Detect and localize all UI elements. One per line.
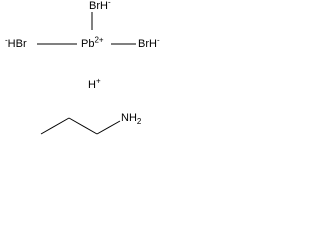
br-top-charge: - (107, 0, 111, 7)
amine-label: NH2 (121, 112, 141, 128)
pb-label: Pb2+ (81, 35, 104, 50)
amine-symbol: NH (121, 112, 137, 124)
amine-subscript: 2 (136, 117, 142, 127)
structure-diagram: BrH- -HBr Pb2+ BrH- H+ NH2 (0, 0, 180, 145)
proton-symbol: H (88, 79, 96, 91)
br-top-label: BrH- (89, 0, 111, 12)
br-right-label: BrH- (138, 35, 160, 50)
bond-c2-c3 (68, 117, 98, 135)
pb-charge: 2+ (94, 35, 104, 45)
br-right-charge: - (156, 35, 160, 45)
bond-c1-c2 (40, 117, 70, 135)
br-right-symbol: BrH (138, 38, 157, 50)
proton-label: H+ (88, 76, 101, 91)
br-top-symbol: BrH (89, 0, 108, 12)
br-left-symbol: HBr (7, 38, 27, 50)
br-left-label: -HBr (5, 35, 27, 50)
br-left-charge: - (5, 35, 8, 45)
pb-symbol: Pb (81, 38, 95, 50)
bond-c3-n (96, 120, 121, 135)
proton-charge: + (95, 76, 101, 86)
bond-lines (37, 12, 136, 135)
